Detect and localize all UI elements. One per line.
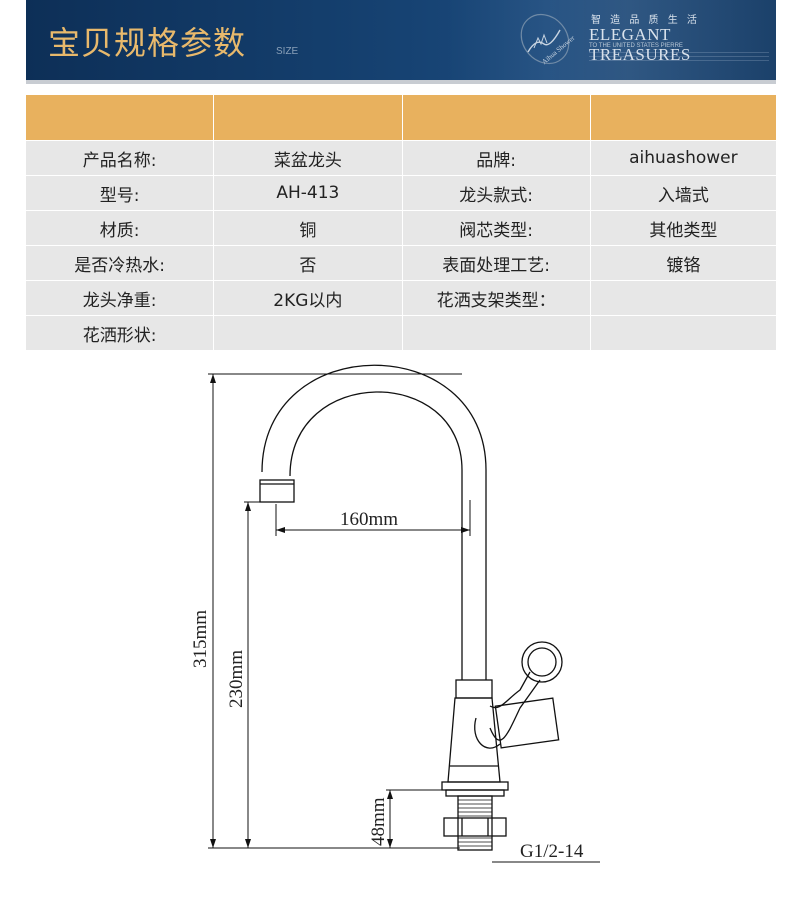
page-subtitle: SIZE xyxy=(276,46,299,57)
dimension-arrows xyxy=(210,374,470,848)
spec-value: 铜 xyxy=(214,211,403,245)
spec-label: 材质: xyxy=(26,211,215,245)
spec-table-header xyxy=(26,95,776,140)
spec-value: 2KG以内 xyxy=(214,281,403,315)
faucet-dimension-drawing: 315mm 230mm 160mm 48mm G1/2-14 xyxy=(190,364,600,863)
spec-value: 菜盆龙头 xyxy=(214,141,403,175)
table-row: 是否冷热水: 否 表面处理工艺: 镀铬 xyxy=(26,246,776,280)
spec-value xyxy=(214,316,403,350)
dim-thread-length-label: 48mm xyxy=(368,797,389,846)
decorative-lines xyxy=(589,52,769,66)
spec-label xyxy=(403,316,591,350)
faucet-nozzle xyxy=(259,479,295,503)
faucet-threaded-shank xyxy=(457,795,493,851)
header-banner: 宝贝规格参数 SIZE Aihua Shower 智 造 品 质 生 活 ELE… xyxy=(26,0,776,80)
spec-value xyxy=(591,316,776,350)
banner-highlight xyxy=(446,0,776,80)
spec-label: 表面处理工艺: xyxy=(403,246,591,280)
dim-total-height-label: 315mm xyxy=(190,610,211,668)
faucet-handle-ring xyxy=(521,641,563,683)
spec-value: AH-413 xyxy=(214,176,403,210)
faucet-body xyxy=(447,697,501,783)
spec-value: 镀铬 xyxy=(666,255,701,276)
spec-label: 龙头款式: xyxy=(403,176,591,210)
spec-label: 品牌: xyxy=(403,141,591,175)
header-cell xyxy=(403,95,591,140)
tagline-chinese: 智 造 品 质 生 活 xyxy=(591,15,700,26)
dim-reach-label: 160mm xyxy=(340,509,398,530)
spec-value: aihuashower xyxy=(629,148,738,168)
faucet-collar xyxy=(455,679,493,699)
page-title: 宝贝规格参数 xyxy=(48,24,247,62)
table-row: 材质: 铜 阀芯类型: 其他类型 xyxy=(26,211,776,245)
aihua-shower-logo-icon: Aihua Shower xyxy=(520,13,576,66)
tagline-small: TO THE UNITED STATES PIERRE xyxy=(589,43,683,49)
faucet-handle-lever xyxy=(489,671,531,709)
banner-divider xyxy=(26,80,776,84)
spec-value: 入墙式 xyxy=(657,185,709,206)
spec-label: 花洒支架类型： xyxy=(403,281,591,315)
table-row: 型号: AH-413 龙头款式: 入墙式 xyxy=(26,176,776,210)
spec-label: 型号: xyxy=(26,176,215,210)
dim-spout-height-label: 230mm xyxy=(226,650,247,708)
spec-label: 花洒形状: xyxy=(26,316,215,350)
faucet-washer xyxy=(441,781,509,791)
spec-label: 阀芯类型: xyxy=(403,211,591,245)
thread-hatching xyxy=(458,799,492,847)
header-cell xyxy=(26,95,215,140)
table-row: 花洒形状: xyxy=(26,316,776,350)
spec-value xyxy=(591,281,776,315)
table-row: 龙头净重: 2KG以内 花洒支架类型： xyxy=(26,281,776,315)
faucet-handle-body xyxy=(494,697,560,749)
spec-value: 其他类型 xyxy=(649,220,718,241)
spec-label: 龙头净重: xyxy=(26,281,215,315)
spec-table: 产品名称: 菜盆龙头 品牌: aihuashower 型号: AH-413 龙头… xyxy=(26,95,776,350)
header-cell xyxy=(214,95,403,140)
faucet-spout-outer xyxy=(261,364,487,680)
table-row: 产品名称: 菜盆龙头 品牌: aihuashower xyxy=(26,141,776,175)
faucet-nut xyxy=(443,817,507,837)
thread-spec-label: G1/2-14 xyxy=(520,841,584,862)
header-cell xyxy=(591,95,776,140)
spec-value: 否 xyxy=(214,246,403,280)
spec-label: 产品名称: xyxy=(26,141,215,175)
faucet-spout-inner xyxy=(289,391,463,680)
tagline-english: ELEGANT TREASURES xyxy=(589,25,691,64)
spec-label: 是否冷热水: xyxy=(26,246,215,280)
